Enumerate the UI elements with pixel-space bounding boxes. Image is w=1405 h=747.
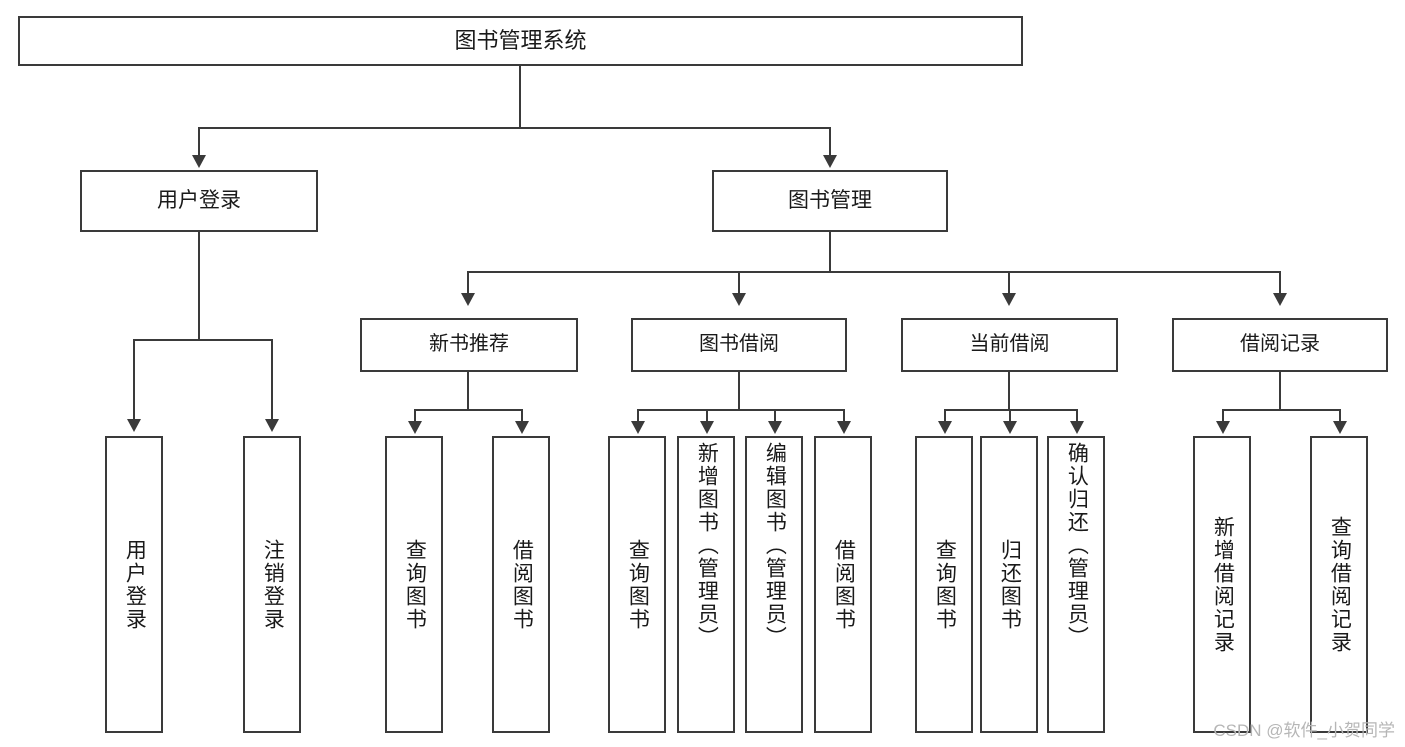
connector-current-borrow-to-leaf-0 — [944, 409, 946, 423]
arrow-icon-new-book-leaf-0 — [408, 421, 422, 434]
node-label: 新书推荐 — [429, 333, 509, 356]
leaf-book-borrow-3[interactable]: 借阅图书 — [814, 436, 872, 733]
node-label: 借阅图书 — [832, 538, 856, 631]
leaf-book-borrow-2[interactable]: 编辑图书（管理员） — [745, 436, 803, 733]
arrow-icon-user-login-leaf-1 — [265, 419, 279, 432]
node-label: 图书管理 — [788, 188, 872, 212]
connector-book-manage-bar — [468, 271, 1280, 273]
node-label: 归还图书 — [998, 538, 1022, 631]
node-label: 新增图书（管理员） — [695, 442, 719, 649]
leaf-user-login-1[interactable]: 注销登录 — [243, 436, 301, 733]
connector-book-manage-stem — [829, 232, 831, 272]
leaf-current-borrow-1[interactable]: 归还图书 — [980, 436, 1038, 733]
leaf-user-login-0[interactable]: 用户登录 — [105, 436, 163, 733]
node-label: 查询图书 — [933, 538, 957, 631]
arrow-icon-current-borrow-leaf-2 — [1070, 421, 1084, 434]
leaf-book-borrow-0[interactable]: 查询图书 — [608, 436, 666, 733]
connector-book-manage-to-l3-1 — [738, 271, 740, 295]
leaf-book-borrow-1[interactable]: 新增图书（管理员） — [677, 436, 735, 733]
connector-new-book-to-leaf-1 — [521, 409, 523, 423]
node-label: 查询图书 — [626, 538, 650, 631]
connector-current-borrow-to-leaf-2 — [1076, 409, 1078, 423]
arrow-icon-root-to-user-login — [192, 155, 206, 168]
node-label: 新增借阅记录 — [1211, 515, 1235, 654]
watermark-text: CSDN @软件_小贺同学 — [1213, 721, 1395, 740]
connector-book-borrow-to-leaf-3 — [843, 409, 845, 423]
connector-book-manage-to-l3-0 — [467, 271, 469, 295]
arrow-icon-borrow-record-leaf-0 — [1216, 421, 1230, 434]
node-label: 编辑图书（管理员） — [763, 442, 787, 649]
connector-book-borrow-stem — [738, 372, 740, 410]
leaf-current-borrow-0[interactable]: 查询图书 — [915, 436, 973, 733]
arrow-icon-book-manage-l3-2 — [1002, 293, 1016, 306]
connector-book-manage-to-l3-3 — [1279, 271, 1281, 295]
leaf-new-book-recommend-1[interactable]: 借阅图书 — [492, 436, 550, 733]
connector-borrow-record-bar — [1222, 409, 1340, 411]
connector-borrow-record-to-leaf-0 — [1222, 409, 1224, 423]
node-label: 当前借阅 — [969, 333, 1050, 356]
node-label: 查询图书 — [403, 538, 427, 631]
connector-new-book-stem — [467, 372, 469, 410]
arrow-icon-book-manage-l3-0 — [461, 293, 475, 306]
node-new-book-recommend[interactable]: 新书推荐 — [360, 318, 578, 372]
node-label: 用户登录 — [157, 188, 241, 212]
leaf-new-book-recommend-0[interactable]: 查询图书 — [385, 436, 443, 733]
arrow-icon-book-borrow-leaf-1 — [700, 421, 714, 434]
node-label: 查询借阅记录 — [1328, 515, 1352, 654]
arrow-icon-current-borrow-leaf-1 — [1003, 421, 1017, 434]
connector-new-book-bar — [414, 409, 522, 411]
connector-borrow-record-stem — [1279, 372, 1281, 410]
node-label: 用户登录 — [123, 538, 147, 631]
arrow-icon-current-borrow-leaf-0 — [938, 421, 952, 434]
connector-book-borrow-to-leaf-2 — [774, 409, 776, 423]
arrow-icon-root-to-book-manage — [823, 155, 837, 168]
leaf-borrow-record-0[interactable]: 新增借阅记录 — [1193, 436, 1251, 733]
arrow-icon-book-borrow-leaf-3 — [837, 421, 851, 434]
node-book-borrow[interactable]: 图书借阅 — [631, 318, 847, 372]
node-root-system[interactable]: 图书管理系统 — [18, 16, 1023, 66]
arrow-icon-new-book-leaf-1 — [515, 421, 529, 434]
node-label: 注销登录 — [261, 538, 285, 631]
connector-book-borrow-bar — [637, 409, 845, 411]
connector-root-stem — [519, 66, 521, 127]
connector-root-to-book-manage — [829, 127, 831, 157]
connector-user-login-stem — [198, 232, 200, 340]
arrow-icon-book-borrow-leaf-2 — [768, 421, 782, 434]
node-label: 图书借阅 — [699, 333, 779, 356]
connector-current-borrow-stem — [1008, 372, 1010, 410]
arrow-icon-user-login-leaf-0 — [127, 419, 141, 432]
connector-root-to-user-login — [198, 127, 200, 157]
node-label: 借阅图书 — [510, 538, 534, 631]
node-current-borrow[interactable]: 当前借阅 — [901, 318, 1118, 372]
connector-book-borrow-to-leaf-0 — [637, 409, 639, 423]
connector-book-borrow-to-leaf-1 — [706, 409, 708, 423]
arrow-icon-book-borrow-leaf-0 — [631, 421, 645, 434]
node-label: 图书管理系统 — [454, 28, 587, 54]
leaf-current-borrow-2[interactable]: 确认归还（管理员） — [1047, 436, 1105, 733]
connector-borrow-record-to-leaf-1 — [1339, 409, 1341, 423]
connector-root-bar — [199, 127, 831, 129]
connector-new-book-to-leaf-0 — [414, 409, 416, 423]
connector-user-login-to-leaf-1 — [271, 339, 273, 421]
node-book-management[interactable]: 图书管理 — [712, 170, 948, 232]
node-user-login[interactable]: 用户登录 — [80, 170, 318, 232]
connector-user-login-bar — [133, 339, 273, 341]
arrow-icon-book-manage-l3-3 — [1273, 293, 1287, 306]
connector-user-login-to-leaf-0 — [133, 339, 135, 421]
arrow-icon-book-manage-l3-1 — [732, 293, 746, 306]
node-label: 借阅记录 — [1240, 333, 1320, 356]
connector-book-manage-to-l3-2 — [1008, 271, 1010, 295]
node-borrow-record[interactable]: 借阅记录 — [1172, 318, 1388, 372]
connector-current-borrow-to-leaf-1 — [1009, 409, 1011, 423]
node-label: 确认归还（管理员） — [1065, 442, 1089, 649]
arrow-icon-borrow-record-leaf-1 — [1333, 421, 1347, 434]
leaf-borrow-record-1[interactable]: 查询借阅记录 — [1310, 436, 1368, 733]
